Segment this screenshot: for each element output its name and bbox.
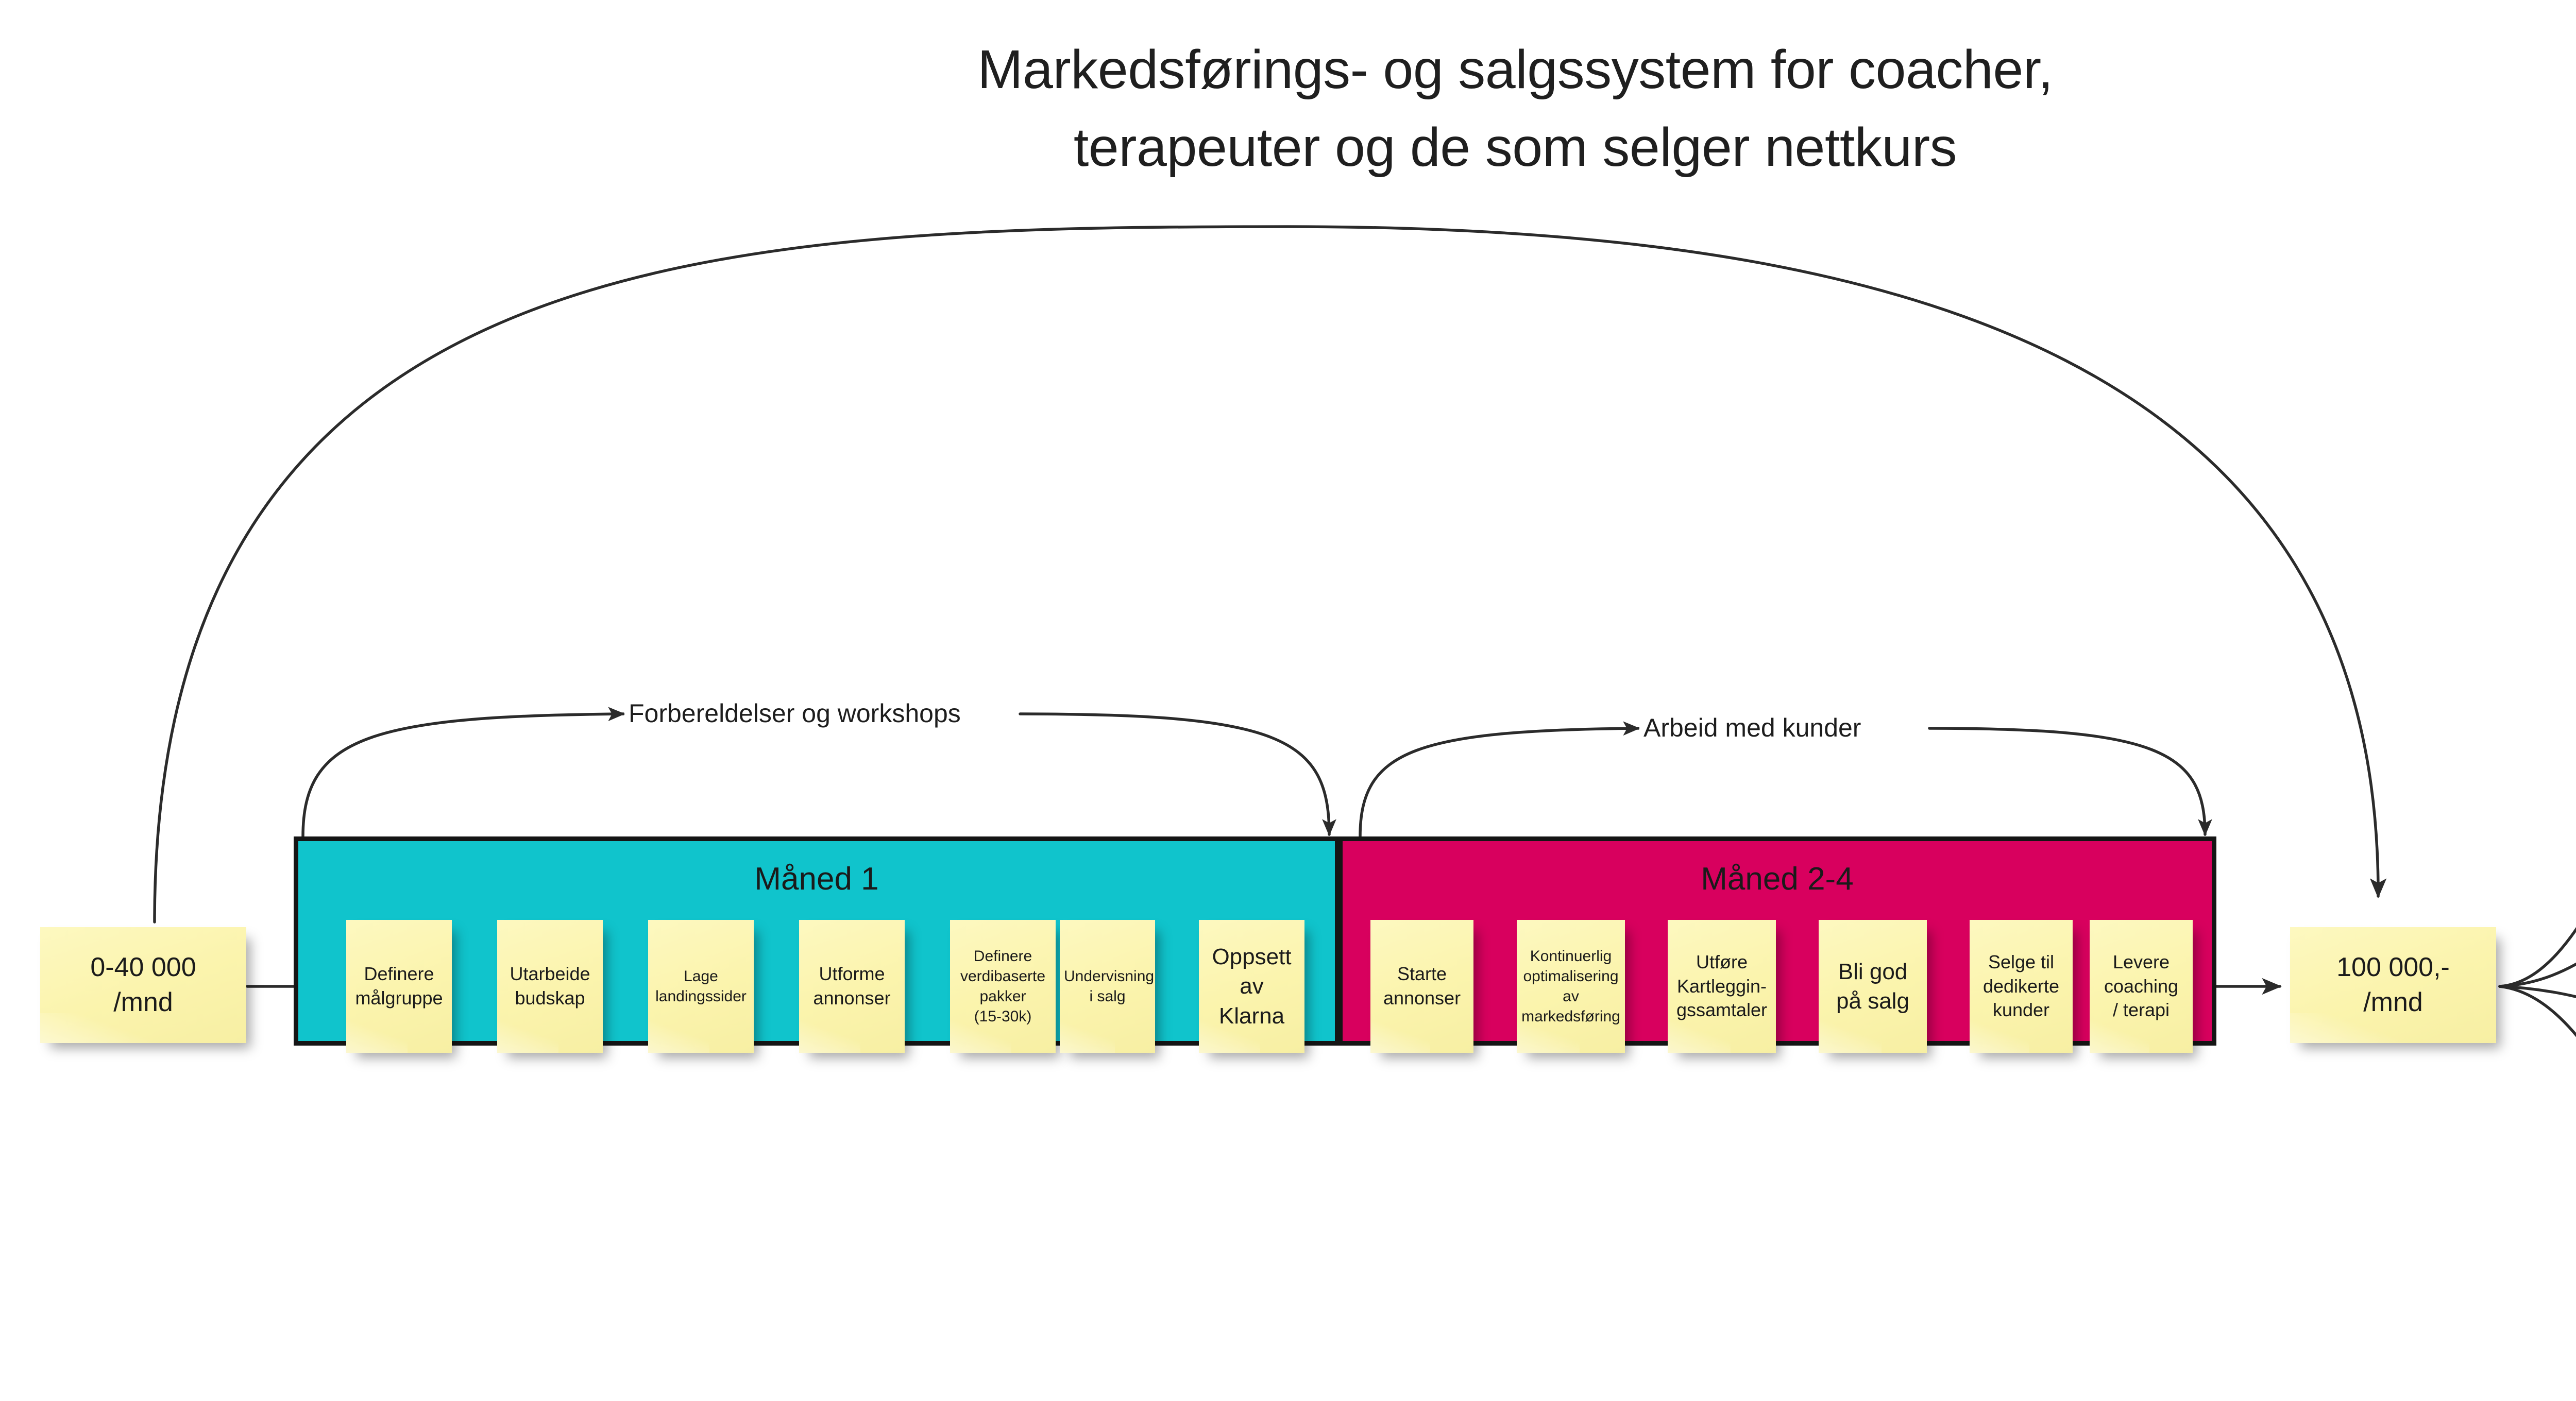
start-value-note[interactable]: 0-40 000 /mnd (40, 927, 246, 1043)
phase-title-maned-1: Måned 1 (754, 861, 879, 897)
step-note-undervisning-i-salg[interactable]: Undervisning i salg (1060, 920, 1155, 1053)
step-label: Lage landingssider (655, 968, 747, 1005)
step-note-kontinuerlig-optimalisering[interactable]: Kontinuerlig optimalisering av markedsfø… (1517, 920, 1625, 1053)
arc-phase1-right (1019, 712, 1336, 836)
step-label: Utføre Kartleggin- gssamtaler (1676, 951, 1768, 1021)
step-note-definere-verdibaserte-pakker[interactable]: Definere verdibaserte pakker (15-30k) (950, 920, 1056, 1053)
step-note-utforme-annonser[interactable]: Utforme annonser (799, 920, 905, 1053)
arrow-result-to-outcome-2 (2498, 962, 2576, 988)
result-value-label: 100 000,- /mnd (2336, 952, 2450, 1017)
step-note-utfore-kartleggingssamtaler[interactable]: Utføre Kartleggin- gssamtaler (1668, 920, 1776, 1053)
arc-phase2-left (1359, 721, 1640, 838)
start-value-label: 0-40 000 /mnd (90, 952, 196, 1017)
arc-label-phase2: Arbeid med kunder (1639, 715, 1866, 741)
arc-revenue-growth (153, 225, 2387, 924)
step-label: Definere verdibaserte pakker (15-30k) (960, 948, 1046, 1025)
step-label: Definere målgruppe (355, 963, 443, 1009)
step-note-levere-coaching-terapi[interactable]: Levere coaching / terapi (2090, 920, 2193, 1053)
step-label: Utforme annonser (813, 963, 891, 1009)
step-note-oppsett-av-klarna[interactable]: Oppsett av Klarna (1199, 920, 1304, 1053)
result-value-note[interactable]: 100 000,- /mnd (2290, 927, 2496, 1043)
arrow-result-to-outcome-3 (2498, 985, 2576, 998)
step-label: Kontinuerlig optimalisering av markedsfø… (1521, 948, 1620, 1025)
step-note-utarbeide-budskap[interactable]: Utarbeide budskap (497, 920, 603, 1053)
step-label: Undervisning i salg (1064, 968, 1155, 1005)
arc-label-phase1: Forbereldelser og workshops (624, 700, 965, 726)
page-title: Markedsførings- og salgssystem for coach… (977, 39, 2053, 178)
step-label: Bli god på salg (1836, 959, 1909, 1014)
phase-title-maned-2-4: Måned 2-4 (1701, 861, 1854, 897)
step-note-lage-landingssider[interactable]: Lage landingssider (648, 920, 754, 1053)
arc-phase1-left (301, 707, 625, 838)
arrow-result-to-outcome-4 (2498, 985, 2576, 1037)
step-label: Levere coaching / terapi (2104, 951, 2179, 1021)
step-note-starte-annonser[interactable]: Starte annonser (1370, 920, 1473, 1053)
step-label: Selge til dedikerte kunder (1982, 951, 2060, 1021)
step-note-definere-malgruppe[interactable]: Definere målgruppe (346, 920, 452, 1053)
step-label: Starte annonser (1383, 963, 1461, 1009)
step-note-selge-til-dedikerte-kunder[interactable]: Selge til dedikerte kunder (1970, 920, 2073, 1053)
step-note-bli-god-pa-salg[interactable]: Bli god på salg (1819, 920, 1927, 1053)
step-label: Oppsett av Klarna (1212, 944, 1292, 1029)
step-label: Utarbeide budskap (510, 963, 590, 1009)
arrow-result-to-outcome-1 (2498, 927, 2576, 988)
arc-phase2-right (1928, 727, 2212, 836)
